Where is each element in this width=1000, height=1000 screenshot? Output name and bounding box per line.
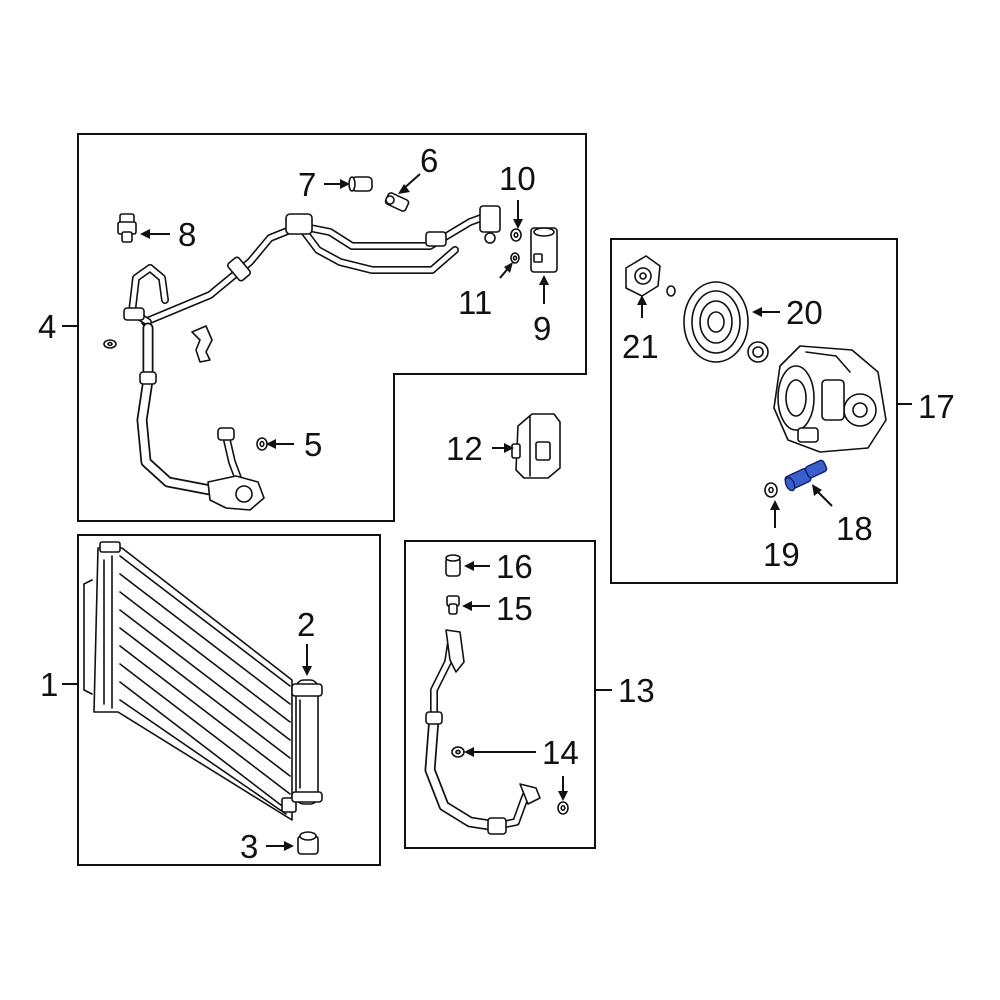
callout-19: 19 <box>763 536 800 573</box>
part-16-cap[interactable] <box>445 554 461 577</box>
part-8-pressure-switch[interactable] <box>117 213 137 243</box>
group-box-4 <box>77 133 587 522</box>
part-9-expansion-valve[interactable] <box>530 227 558 273</box>
part-7-cap[interactable] <box>348 176 373 192</box>
part-3-plug[interactable] <box>297 831 319 855</box>
part-12-receiver-block[interactable] <box>511 413 561 479</box>
callout-20: 20 <box>786 294 823 331</box>
callout-1: 1 <box>40 666 58 703</box>
part-10-o-ring[interactable] <box>510 228 522 242</box>
part-2-receiver-drier[interactable] <box>291 679 323 805</box>
callout-5: 5 <box>304 426 322 463</box>
callout-14: 14 <box>542 734 579 771</box>
callout-21: 21 <box>622 328 659 365</box>
part-21-clutch-plate[interactable] <box>625 255 676 297</box>
callout-8: 8 <box>178 216 196 253</box>
callout-11: 11 <box>458 284 492 321</box>
callout-9: 9 <box>533 310 551 347</box>
part-19-washer[interactable] <box>764 482 778 498</box>
part-20-pulley[interactable] <box>683 281 769 363</box>
group-box-13 <box>404 540 596 849</box>
callout-7: 7 <box>298 166 316 203</box>
group-box-17 <box>610 238 898 584</box>
part-14-o-ring[interactable] <box>451 746 569 815</box>
group-box-1 <box>77 534 381 866</box>
part-5-o-ring[interactable] <box>256 437 268 451</box>
part-13-liquid-line[interactable] <box>424 629 541 835</box>
callout-18: 18 <box>836 510 873 547</box>
callout-4: 4 <box>38 308 56 345</box>
callout-12: 12 <box>446 430 483 467</box>
part-11-o-ring[interactable] <box>510 252 520 264</box>
callout-17: 17 <box>918 388 955 425</box>
part-4-line-assembly[interactable] <box>103 205 501 511</box>
callout-13: 13 <box>618 672 655 709</box>
callout-15: 15 <box>496 590 533 627</box>
callout-16: 16 <box>496 548 533 585</box>
part-17-compressor[interactable] <box>773 345 887 453</box>
part-6-service-valve[interactable] <box>384 192 410 212</box>
part-18-relief-valve[interactable] <box>783 459 828 492</box>
callout-3: 3 <box>240 828 258 865</box>
part-15-valve-core[interactable] <box>446 595 460 615</box>
callout-2: 2 <box>297 606 315 643</box>
part-1-condenser[interactable] <box>83 541 297 821</box>
callout-6: 6 <box>420 142 438 179</box>
callout-10: 10 <box>499 160 536 197</box>
